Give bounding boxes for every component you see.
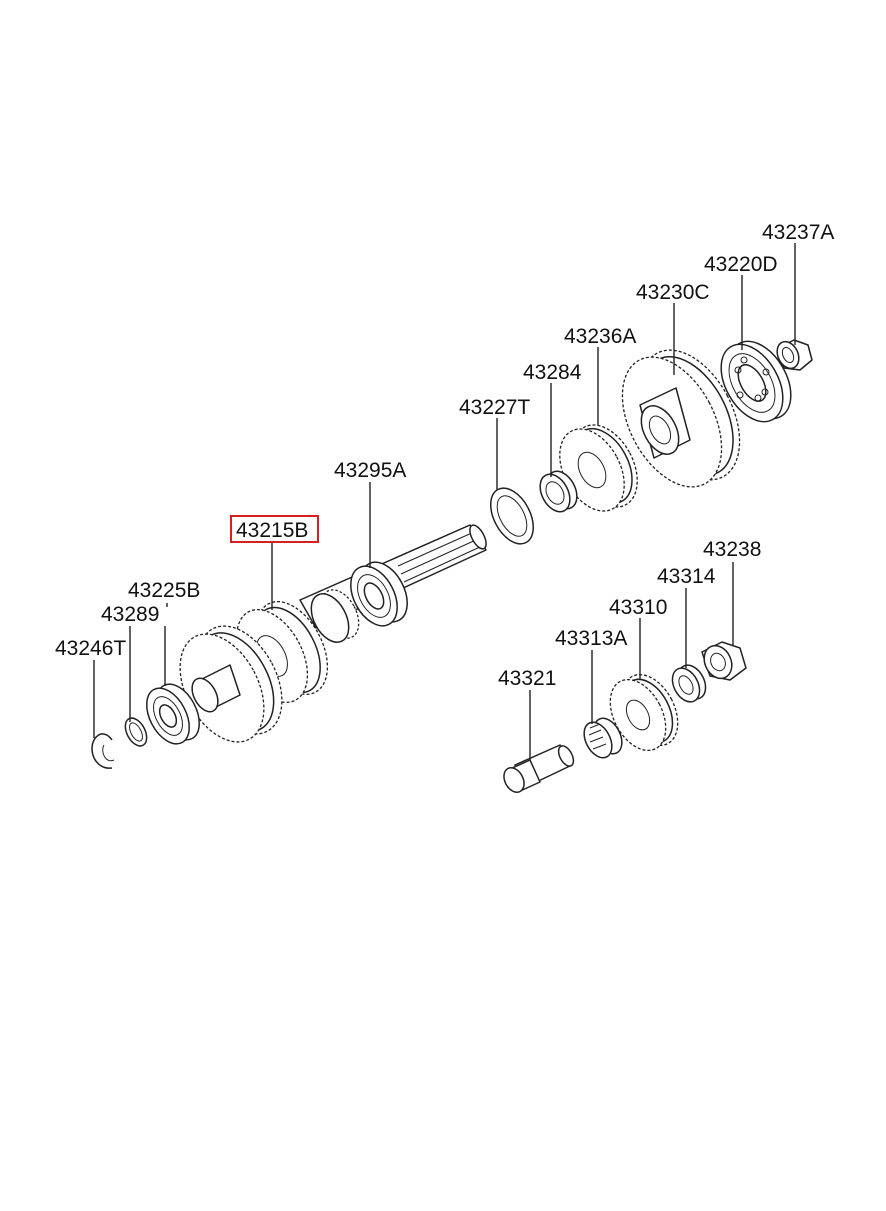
highlight-box-43215B — [230, 515, 319, 543]
part-43289-ring[interactable] — [121, 715, 151, 750]
part-43310-gear[interactable] — [599, 665, 689, 760]
label-43295A[interactable]: 43295A — [334, 459, 406, 482]
part-43295A-bearing[interactable] — [341, 554, 416, 633]
label-43230C[interactable]: 43230C — [636, 281, 710, 304]
label-43238[interactable]: 43238 — [703, 538, 761, 561]
part-43313A-needle-bearing[interactable] — [578, 714, 627, 763]
label-43310[interactable]: 43310 — [609, 596, 667, 619]
label-43215B[interactable]: 43215B — [236, 519, 308, 542]
part-labels: 43237A 43220D 43230C 43236A 43284 43227T… — [55, 221, 834, 690]
label-43225B[interactable]: 43225B — [128, 579, 200, 602]
part-43238-nut[interactable] — [699, 641, 747, 683]
label-43237A[interactable]: 43237A — [762, 221, 834, 244]
label-43289[interactable]: 43289 — [101, 603, 159, 626]
part-43284-bushing[interactable] — [534, 466, 583, 517]
part-43230C-gear[interactable] — [602, 333, 760, 503]
label-43284[interactable]: 43284 — [523, 361, 582, 384]
label-43246T[interactable]: 43246T — [55, 637, 126, 660]
part-43220D-bearing[interactable] — [708, 331, 803, 433]
leader-lines — [93, 243, 796, 760]
part-43314-washer[interactable] — [667, 660, 711, 706]
label-43314[interactable]: 43314 — [657, 565, 716, 588]
label-43321[interactable]: 43321 — [498, 667, 556, 690]
part-43321-shaft[interactable] — [500, 743, 577, 795]
part-43246T-snap-ring[interactable] — [91, 733, 115, 769]
label-43236A[interactable]: 43236A — [564, 325, 636, 348]
label-43220D[interactable]: 43220D — [704, 253, 778, 276]
part-43289-bearing[interactable] — [138, 677, 208, 751]
label-43313A[interactable]: 43313A — [555, 627, 627, 650]
part-43236A-gear[interactable] — [547, 414, 651, 522]
label-43227T[interactable]: 43227T — [459, 396, 530, 419]
part-43225B-gear[interactable] — [163, 612, 299, 756]
part-43237A-nut[interactable] — [773, 338, 813, 372]
part-43227T-ring[interactable] — [482, 481, 542, 551]
